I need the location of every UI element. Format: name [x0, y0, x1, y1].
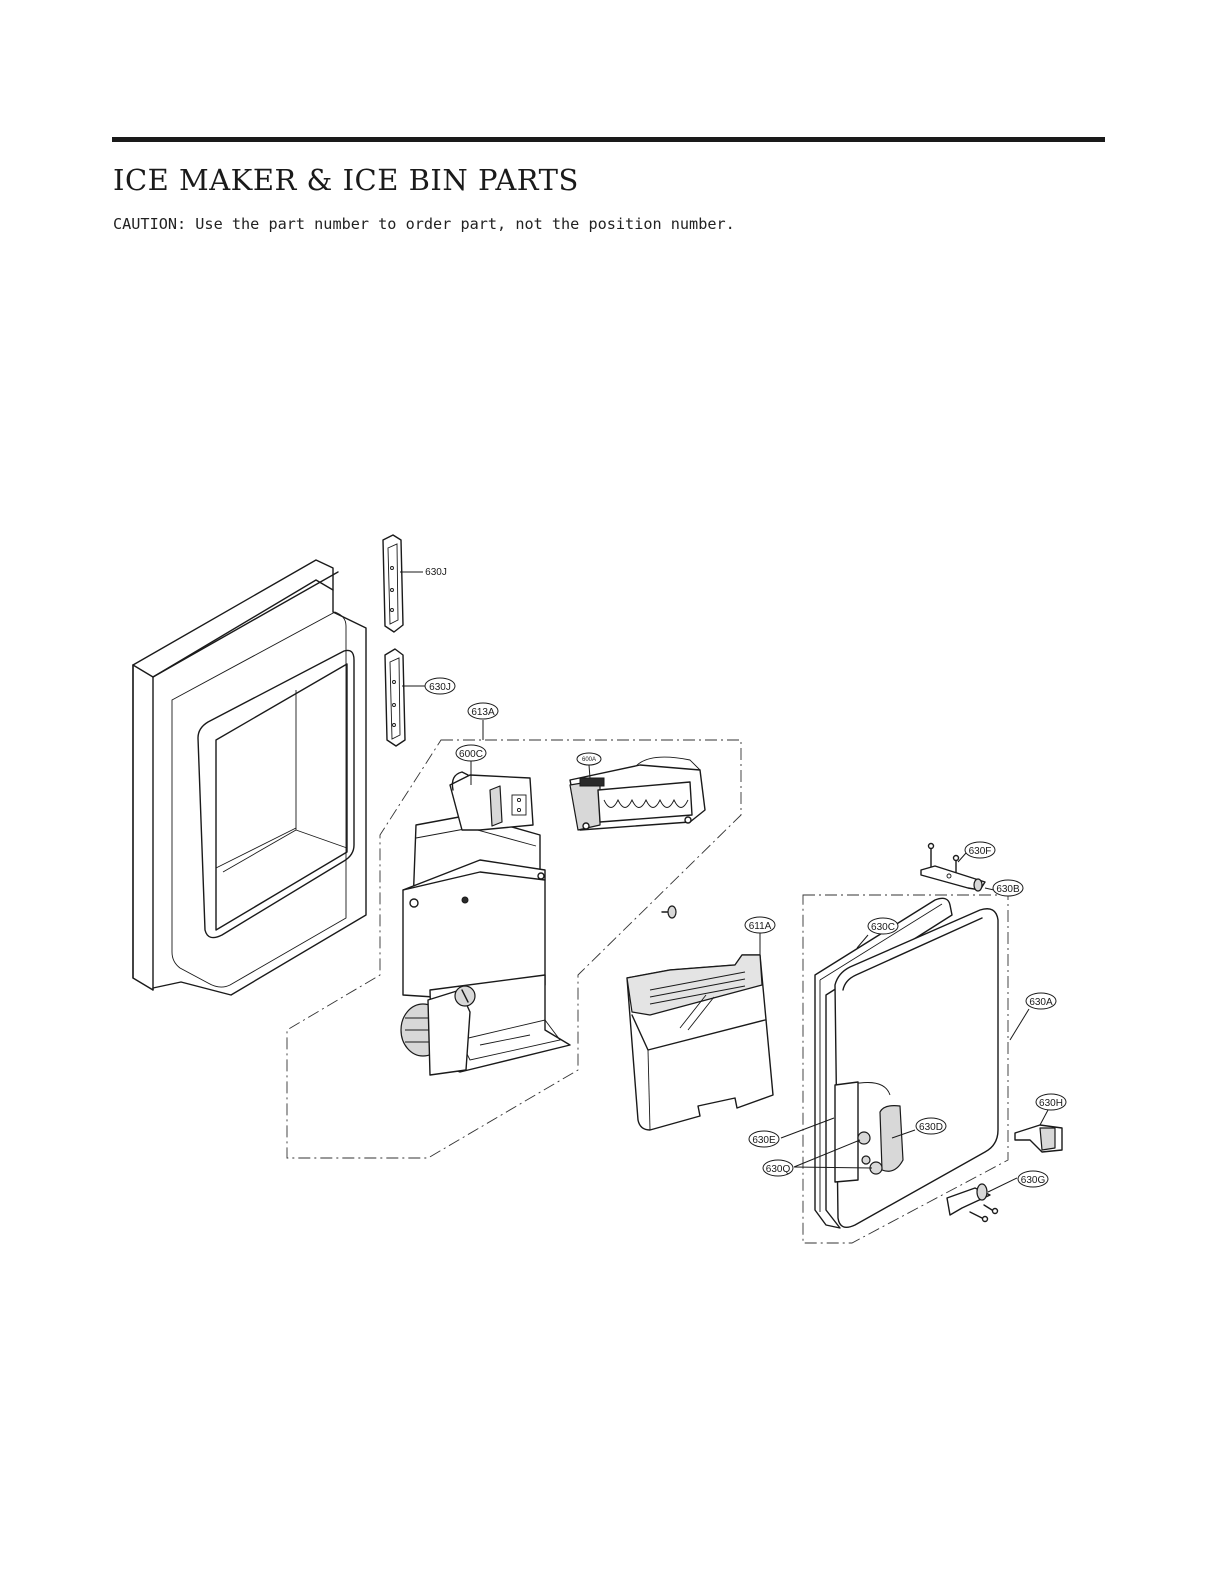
callout-630H: 630H: [1035, 1093, 1067, 1111]
page-title: ICE MAKER & ICE BIN PARTS: [113, 163, 579, 197]
callout-630J-upper: 630J: [425, 567, 447, 578]
screw-small: [661, 905, 677, 919]
svg-text:630F: 630F: [969, 846, 992, 857]
svg-text:630A: 630A: [1029, 997, 1053, 1008]
ice-bin-door: [780, 897, 1030, 1229]
callout-630C: 630C: [867, 917, 899, 935]
svg-text:613A: 613A: [471, 707, 495, 718]
callout-611A: 611A: [744, 916, 776, 934]
svg-text:630B: 630B: [996, 884, 1020, 895]
door-liner: [132, 559, 367, 996]
svg-text:600C: 600C: [459, 749, 483, 760]
callout-630A: 630A: [1025, 992, 1057, 1010]
ice-maker-bracket: [400, 771, 571, 1076]
svg-text:630J: 630J: [425, 567, 447, 578]
assembly-630A-outline: [802, 894, 1009, 1244]
lower-hinge: [946, 1177, 1018, 1223]
ice-bin-cover: [626, 933, 774, 1131]
svg-text:630E: 630E: [752, 1135, 776, 1146]
svg-text:611A: 611A: [749, 921, 772, 932]
svg-text:630J: 630J: [429, 682, 451, 693]
door-catch: [1014, 1109, 1063, 1153]
svg-text:630G: 630G: [1021, 1175, 1046, 1186]
callout-630D: 630D: [915, 1117, 947, 1135]
callout-600C: 600C: [455, 744, 487, 785]
svg-text:630Q: 630Q: [766, 1164, 791, 1175]
header-rule: [112, 137, 1105, 142]
callout-600A: 600A: [576, 752, 602, 766]
callout-630F: 630F: [964, 841, 996, 859]
callout-630G: 630G: [1017, 1170, 1049, 1188]
callout-630E: 630E: [748, 1130, 780, 1148]
upper-hinge: [920, 842, 995, 892]
callout-630J-lower: 630J: [424, 677, 456, 695]
caution-note: CAUTION: Use the part number to order pa…: [113, 215, 735, 233]
svg-text:630D: 630D: [919, 1122, 943, 1133]
gasket-upper: [382, 534, 423, 633]
svg-text:630H: 630H: [1039, 1098, 1063, 1109]
svg-text:600A: 600A: [582, 757, 596, 763]
callout-613A: 613A: [467, 702, 499, 720]
svg-text:630C: 630C: [871, 922, 895, 933]
callout-630B: 630B: [992, 879, 1024, 897]
ice-maker-unit: [569, 756, 706, 831]
gasket-lower: [384, 648, 425, 747]
callout-630Q: 630Q: [762, 1159, 794, 1177]
